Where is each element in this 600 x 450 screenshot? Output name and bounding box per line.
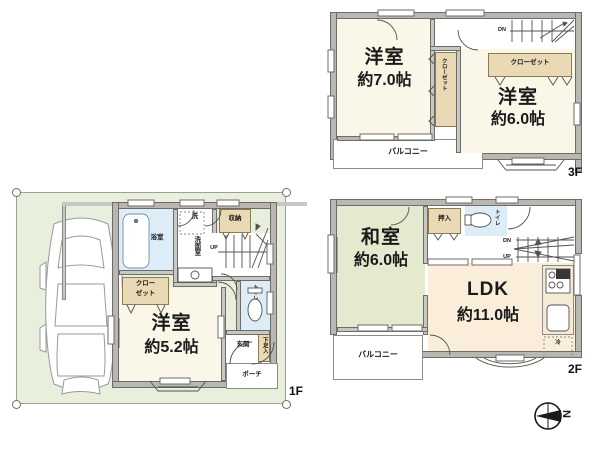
- floor-plan-2f: バルコニー 和室 約6.0帖 押入 トイレ LDK 約11.0帖 冷 DN UP: [327, 195, 592, 390]
- wall-3f-top: [330, 12, 582, 19]
- compass-rose: N: [528, 398, 588, 438]
- closet-2f-oshiire: [428, 208, 461, 234]
- room-3f-western-b-label: 洋室: [497, 87, 538, 108]
- stairs-1f-up-label: UP: [210, 245, 218, 251]
- room-1f-washroom-label: 洗面室: [192, 236, 200, 256]
- room-1f-storage-label: 収納: [228, 215, 242, 222]
- kitchen-counter-2f: [542, 265, 574, 335]
- porch-1f-label: ポーチ: [242, 371, 262, 378]
- wall-1f-top: [112, 202, 277, 209]
- wall-1f-washroom-bottom: [173, 282, 217, 287]
- closet-2f-oshiire-label: 押入: [438, 215, 451, 222]
- floor-tag-3f: 3F: [568, 165, 583, 179]
- closet-3f-vertical-label: クローゼット: [440, 58, 447, 91]
- wall-3f-right: [575, 12, 582, 173]
- balcony-3f-label: バルコニー: [388, 147, 428, 156]
- stairs-3f-dn-label: DN: [498, 27, 506, 33]
- room-1f-western-label: 洋室: [151, 313, 192, 334]
- room-1f-storage: [219, 209, 251, 233]
- closet-1f-label-line2-top: ゼット: [135, 290, 156, 297]
- refrigerator-2f-label: 冷: [555, 340, 561, 346]
- wall-1f-bath-right: [173, 209, 178, 287]
- wall-3f-left: [330, 12, 337, 160]
- closet-3f-horizontal: [488, 53, 572, 77]
- room-2f-toilet-label: トイレ: [493, 209, 500, 226]
- room-2f-japanese: [337, 206, 425, 331]
- room-2f-ldk-label: LDK: [466, 279, 510, 300]
- wall-2f-left: [330, 199, 337, 335]
- room-2f-ldk-size: 約11.0帖: [456, 307, 520, 324]
- balcony-2f-label: バルコニー: [358, 350, 398, 359]
- closet-3f-horizontal-label: クローゼット: [510, 59, 550, 66]
- room-3f-western-a-size: 約7.0帖: [357, 72, 412, 89]
- floor-tag-2f: 2F: [568, 362, 583, 376]
- wall-2f-top: [330, 199, 582, 206]
- site-corner-marker-se: [282, 400, 291, 409]
- wall-3f-room-a-bottom: [337, 136, 432, 141]
- site-fence: [62, 202, 66, 300]
- wall-2f-right-upper: [575, 199, 582, 254]
- room-2f-toilet: [465, 206, 507, 236]
- site-corner-marker-nw: [12, 188, 21, 197]
- site-corner-marker-sw: [12, 400, 21, 409]
- stairs-2f-dn-label: DN: [503, 238, 511, 244]
- wall-1f-left: [112, 202, 119, 388]
- wall-2f-right-lower: [575, 295, 582, 358]
- site-corner-marker-ne: [282, 188, 291, 197]
- wall-1f-bath-bottom: [119, 270, 174, 275]
- wall-1f-entrance-top: [226, 330, 270, 335]
- room-2f-japanese-label: 和室: [360, 227, 401, 248]
- room-1f-western-size: 約5.2帖: [144, 339, 199, 356]
- compass-north-label: N: [559, 410, 572, 418]
- wall-1f-stairs-bottom: [212, 276, 270, 281]
- wall-3f-room-a-right: [430, 19, 435, 141]
- wall-2f-washitsu-right-b: [423, 295, 428, 335]
- washer-space-label: 洗: [191, 213, 199, 220]
- shoe-cabinet-1f-label: 下足入: [261, 337, 268, 354]
- closet-1f-overlay: [122, 277, 169, 305]
- wall-2f-washitsu-bottom: [337, 327, 428, 332]
- compass-icon: [534, 402, 562, 430]
- room-1f-bathroom-label: 浴室: [150, 234, 164, 241]
- stairs-1f-area: [212, 233, 270, 278]
- wall-3f-closet-top: [430, 46, 461, 51]
- wall-2f-bottom: [405, 351, 582, 358]
- closet-1f-label-line1-top: クロー: [135, 280, 156, 287]
- room-3f-western-b-size: 約6.0帖: [490, 111, 546, 128]
- floor-plan-1f: 浴室 洗面室 洗 収納 UP トイレ クロー ゼット クロー ゼット 洋室 約5…: [12, 188, 307, 412]
- room-1f-entrance-label: 玄関: [236, 341, 250, 348]
- room-1f-toilet-label: トイレ: [251, 284, 258, 301]
- hall-3f: [461, 19, 575, 49]
- balcony-2f: [333, 335, 423, 380]
- wall-2f-washitsu-right-a: [423, 206, 428, 264]
- stairs-2f-up-label: UP: [503, 254, 511, 260]
- wall-1f-toilet-left: [236, 281, 241, 333]
- room-3f-western-a-label: 洋室: [364, 47, 405, 68]
- floor-tag-1f: 1F: [289, 384, 304, 398]
- floor-plan-3f: バルコニー 洋室 約7.0帖 クローゼット 洋室 約6.0帖 クローゼット DN: [327, 8, 592, 180]
- wall-1f-right: [270, 202, 277, 388]
- room-2f-japanese-size: 約6.0帖: [353, 252, 409, 269]
